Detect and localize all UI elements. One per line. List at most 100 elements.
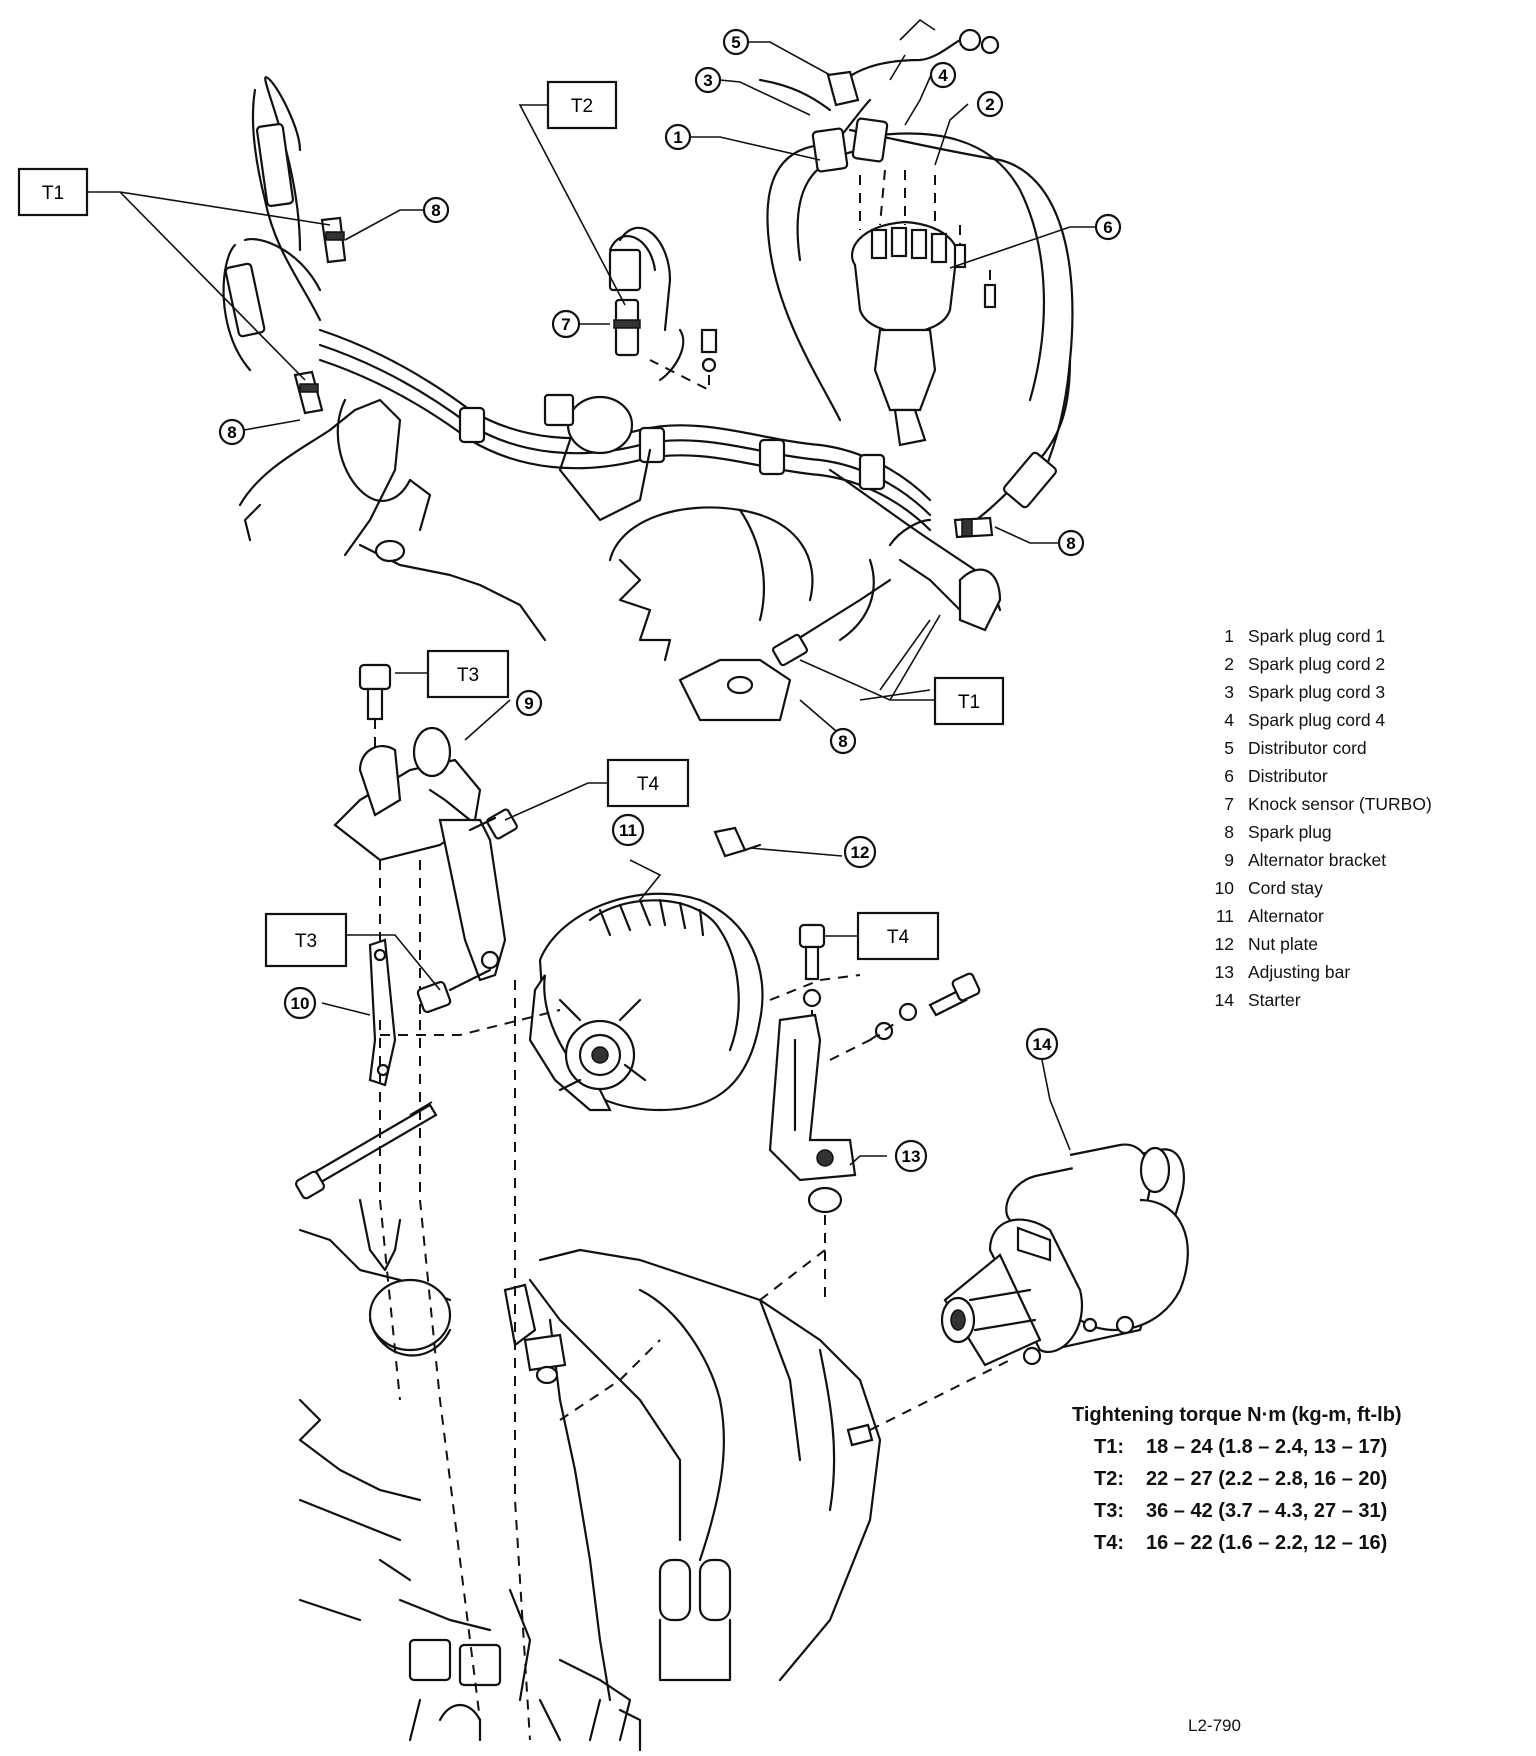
legend-text: Spark plug cord 3 — [1248, 682, 1386, 702]
torque-box-t4-right: T4 — [856, 911, 940, 961]
legend-row: 12 Nut plate — [1202, 934, 1319, 955]
legend-number: 8 — [1224, 822, 1234, 842]
callout-number: 10 — [291, 994, 310, 1013]
torque-row: T4: 16 – 22 (1.6 – 2.2, 12 – 16) — [1070, 1532, 1387, 1555]
legend-number: 14 — [1214, 990, 1234, 1010]
torque-box-label: T3 — [295, 931, 317, 952]
legend-row: 3 Spark plug cord 3 — [1202, 682, 1385, 703]
callout-number: 7 — [561, 315, 570, 334]
callout-8-top-left: 8 — [422, 196, 450, 224]
legend-row: 9 Alternator bracket — [1202, 850, 1386, 871]
legend-text: Distributor cord — [1248, 738, 1367, 758]
torque-box-label: T4 — [887, 927, 910, 948]
torque-box-t3-top: T3 — [426, 649, 510, 699]
legend-text: Starter — [1248, 990, 1301, 1010]
callout-1: 1 — [664, 123, 692, 151]
legend-text: Alternator bracket — [1248, 850, 1387, 870]
callout-8-right: 8 — [1057, 529, 1085, 557]
callout-6: 6 — [1094, 213, 1122, 241]
torque-box-label: T2 — [571, 96, 593, 117]
callout-number: 8 — [227, 423, 236, 442]
legend-text: Spark plug cord 1 — [1248, 626, 1386, 646]
callout-8-lower: 8 — [829, 727, 857, 755]
torque-key: T4: — [1094, 1532, 1124, 1554]
callout-number: 9 — [524, 694, 533, 713]
torque-row: T2: 22 – 27 (2.2 – 2.8, 16 – 20) — [1070, 1468, 1387, 1491]
torque-value: 18 – 24 (1.8 – 2.4, 13 – 17) — [1146, 1436, 1388, 1458]
torque-box-label: T3 — [457, 665, 479, 686]
callout-number: 5 — [731, 33, 740, 52]
callout-number: 1 — [673, 128, 682, 147]
callout-7: 7 — [551, 309, 581, 339]
torque-value: 22 – 27 (2.2 – 2.8, 16 – 20) — [1146, 1468, 1388, 1490]
legend-text: Alternator — [1248, 906, 1324, 926]
callout-number: 14 — [1033, 1035, 1052, 1054]
legend-number: 2 — [1224, 654, 1234, 674]
legend-row: 11 Alternator — [1202, 906, 1324, 927]
legend-number: 13 — [1214, 962, 1234, 982]
torque-box-label: T1 — [42, 183, 64, 204]
legend-text: Adjusting bar — [1248, 962, 1351, 982]
callout-number: 12 — [851, 843, 870, 862]
callout-11: 11 — [611, 813, 645, 847]
callout-2: 2 — [976, 90, 1004, 118]
legend-row: 10 Cord stay — [1202, 878, 1323, 899]
callout-number: 4 — [938, 66, 948, 85]
legend-number: 9 — [1224, 850, 1234, 870]
legend-text: Spark plug — [1248, 822, 1332, 842]
callout-3: 3 — [694, 66, 722, 94]
legend-text: Spark plug cord 2 — [1248, 654, 1386, 674]
legend-text: Knock sensor (TURBO) — [1248, 794, 1432, 814]
torque-box-t2: T2 — [546, 80, 618, 130]
torque-title: Tightening torque N·m (kg-m, ft-lb) — [1072, 1404, 1402, 1426]
legend-row: 2 Spark plug cord 2 — [1202, 654, 1385, 675]
torque-key: T3: — [1094, 1500, 1124, 1522]
torque-value: 16 – 22 (1.6 – 2.2, 12 – 16) — [1146, 1532, 1388, 1554]
callout-number: 3 — [703, 71, 712, 90]
legend-row: 8 Spark plug — [1202, 822, 1332, 843]
callout-10: 10 — [283, 986, 317, 1020]
legend-row: 1 Spark plug cord 1 — [1202, 626, 1385, 647]
leader-lines — [88, 41, 1095, 1166]
callout-number: 13 — [902, 1147, 921, 1166]
legend-number: 5 — [1224, 738, 1234, 758]
starter-assembly — [940, 1143, 1189, 1367]
callout-number: 2 — [985, 95, 994, 114]
torque-box-t3-lower: T3 — [264, 912, 348, 968]
legend-row: 14 Starter — [1202, 990, 1301, 1011]
torque-box-t4-left: T4 — [606, 758, 690, 808]
legend-number: 10 — [1214, 878, 1234, 898]
legend-number: 3 — [1224, 682, 1234, 702]
ignition-harness-assembly — [222, 18, 1074, 722]
legend-number: 11 — [1215, 906, 1234, 926]
callout-number: 8 — [1066, 534, 1075, 553]
callout-number: 11 — [619, 821, 637, 840]
legend-row: 13 Adjusting bar — [1202, 962, 1351, 983]
torque-key: T2: — [1094, 1468, 1124, 1490]
callout-14: 14 — [1025, 1027, 1059, 1061]
legend-number: 6 — [1224, 766, 1234, 786]
legend-text: Spark plug cord 4 — [1248, 710, 1386, 730]
legend-row: 4 Spark plug cord 4 — [1202, 710, 1385, 731]
torque-key: T1: — [1094, 1436, 1124, 1458]
legend-text: Nut plate — [1248, 934, 1319, 954]
callout-number: 8 — [838, 732, 847, 751]
legend-number: 4 — [1224, 710, 1234, 730]
legend-text: Cord stay — [1248, 878, 1323, 898]
legend-number: 7 — [1224, 794, 1234, 814]
callout-4: 4 — [929, 61, 957, 89]
torque-box-t1-lower-right: T1 — [933, 676, 1005, 726]
legend-row: 5 Distributor cord — [1202, 738, 1367, 759]
callout-number: 6 — [1103, 218, 1112, 237]
legend-number: 12 — [1214, 934, 1234, 954]
callout-12: 12 — [843, 835, 877, 869]
legend-number: 1 — [1224, 626, 1234, 646]
torque-box-label: T1 — [958, 692, 980, 713]
torque-row: T3:36 – 42 (3.7 – 4.3, 27 – 31) — [1070, 1500, 1387, 1523]
torque-box-label: T4 — [637, 774, 660, 795]
figure-id: L2-790 — [1188, 1716, 1241, 1735]
callout-9: 9 — [515, 689, 543, 717]
